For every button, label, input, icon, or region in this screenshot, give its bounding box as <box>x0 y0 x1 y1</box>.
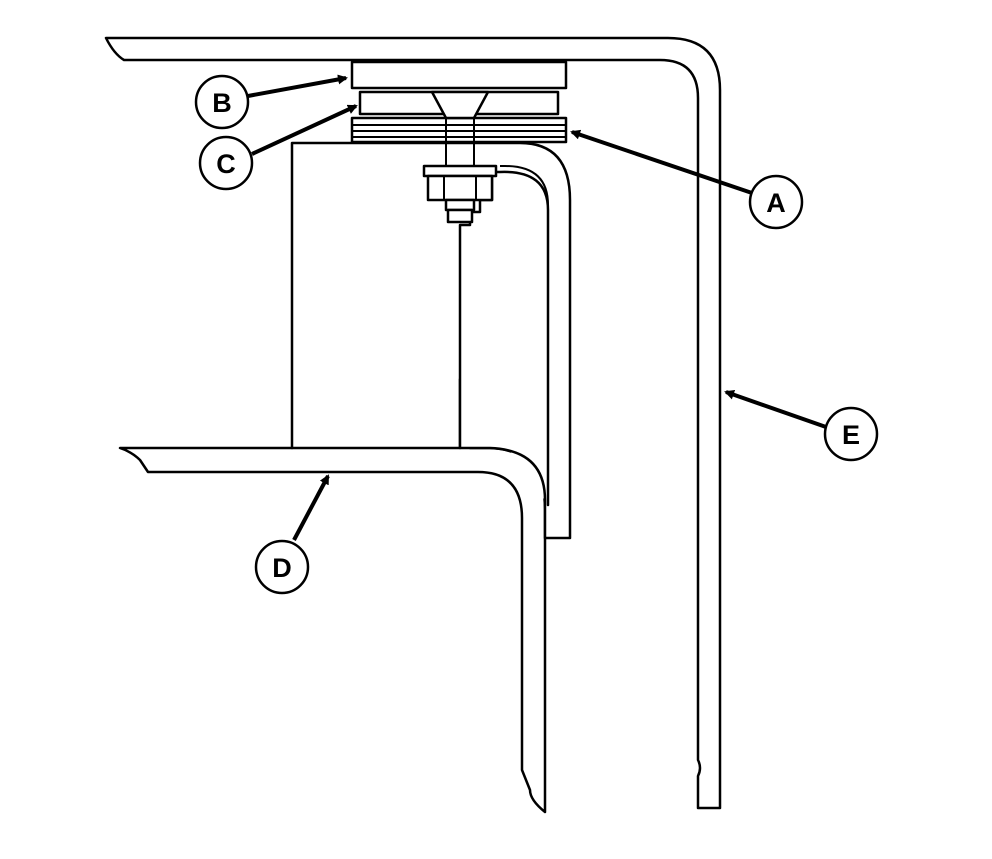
callout-label-a: A <box>766 188 786 218</box>
callout-label-d: D <box>272 553 292 583</box>
leader-e <box>724 389 827 429</box>
leader-d <box>292 474 330 541</box>
callout-d: D <box>254 539 310 595</box>
leader-b <box>247 74 348 98</box>
hex-nut <box>422 164 498 224</box>
spacer-stack-a <box>350 116 568 144</box>
callout-label-c: C <box>216 149 236 179</box>
callout-a: A <box>748 174 804 230</box>
bolt <box>430 90 490 168</box>
callout-e: E <box>823 406 879 462</box>
callout-c: C <box>198 135 254 191</box>
bracket-inner-line <box>500 165 549 206</box>
leader-c <box>251 104 358 156</box>
callout-label-b: B <box>212 88 232 118</box>
outer-housing-e <box>104 36 722 810</box>
callout-b: B <box>194 74 250 130</box>
top-pad-b <box>350 60 568 90</box>
leader-a <box>570 129 753 195</box>
callout-label-e: E <box>842 420 860 450</box>
